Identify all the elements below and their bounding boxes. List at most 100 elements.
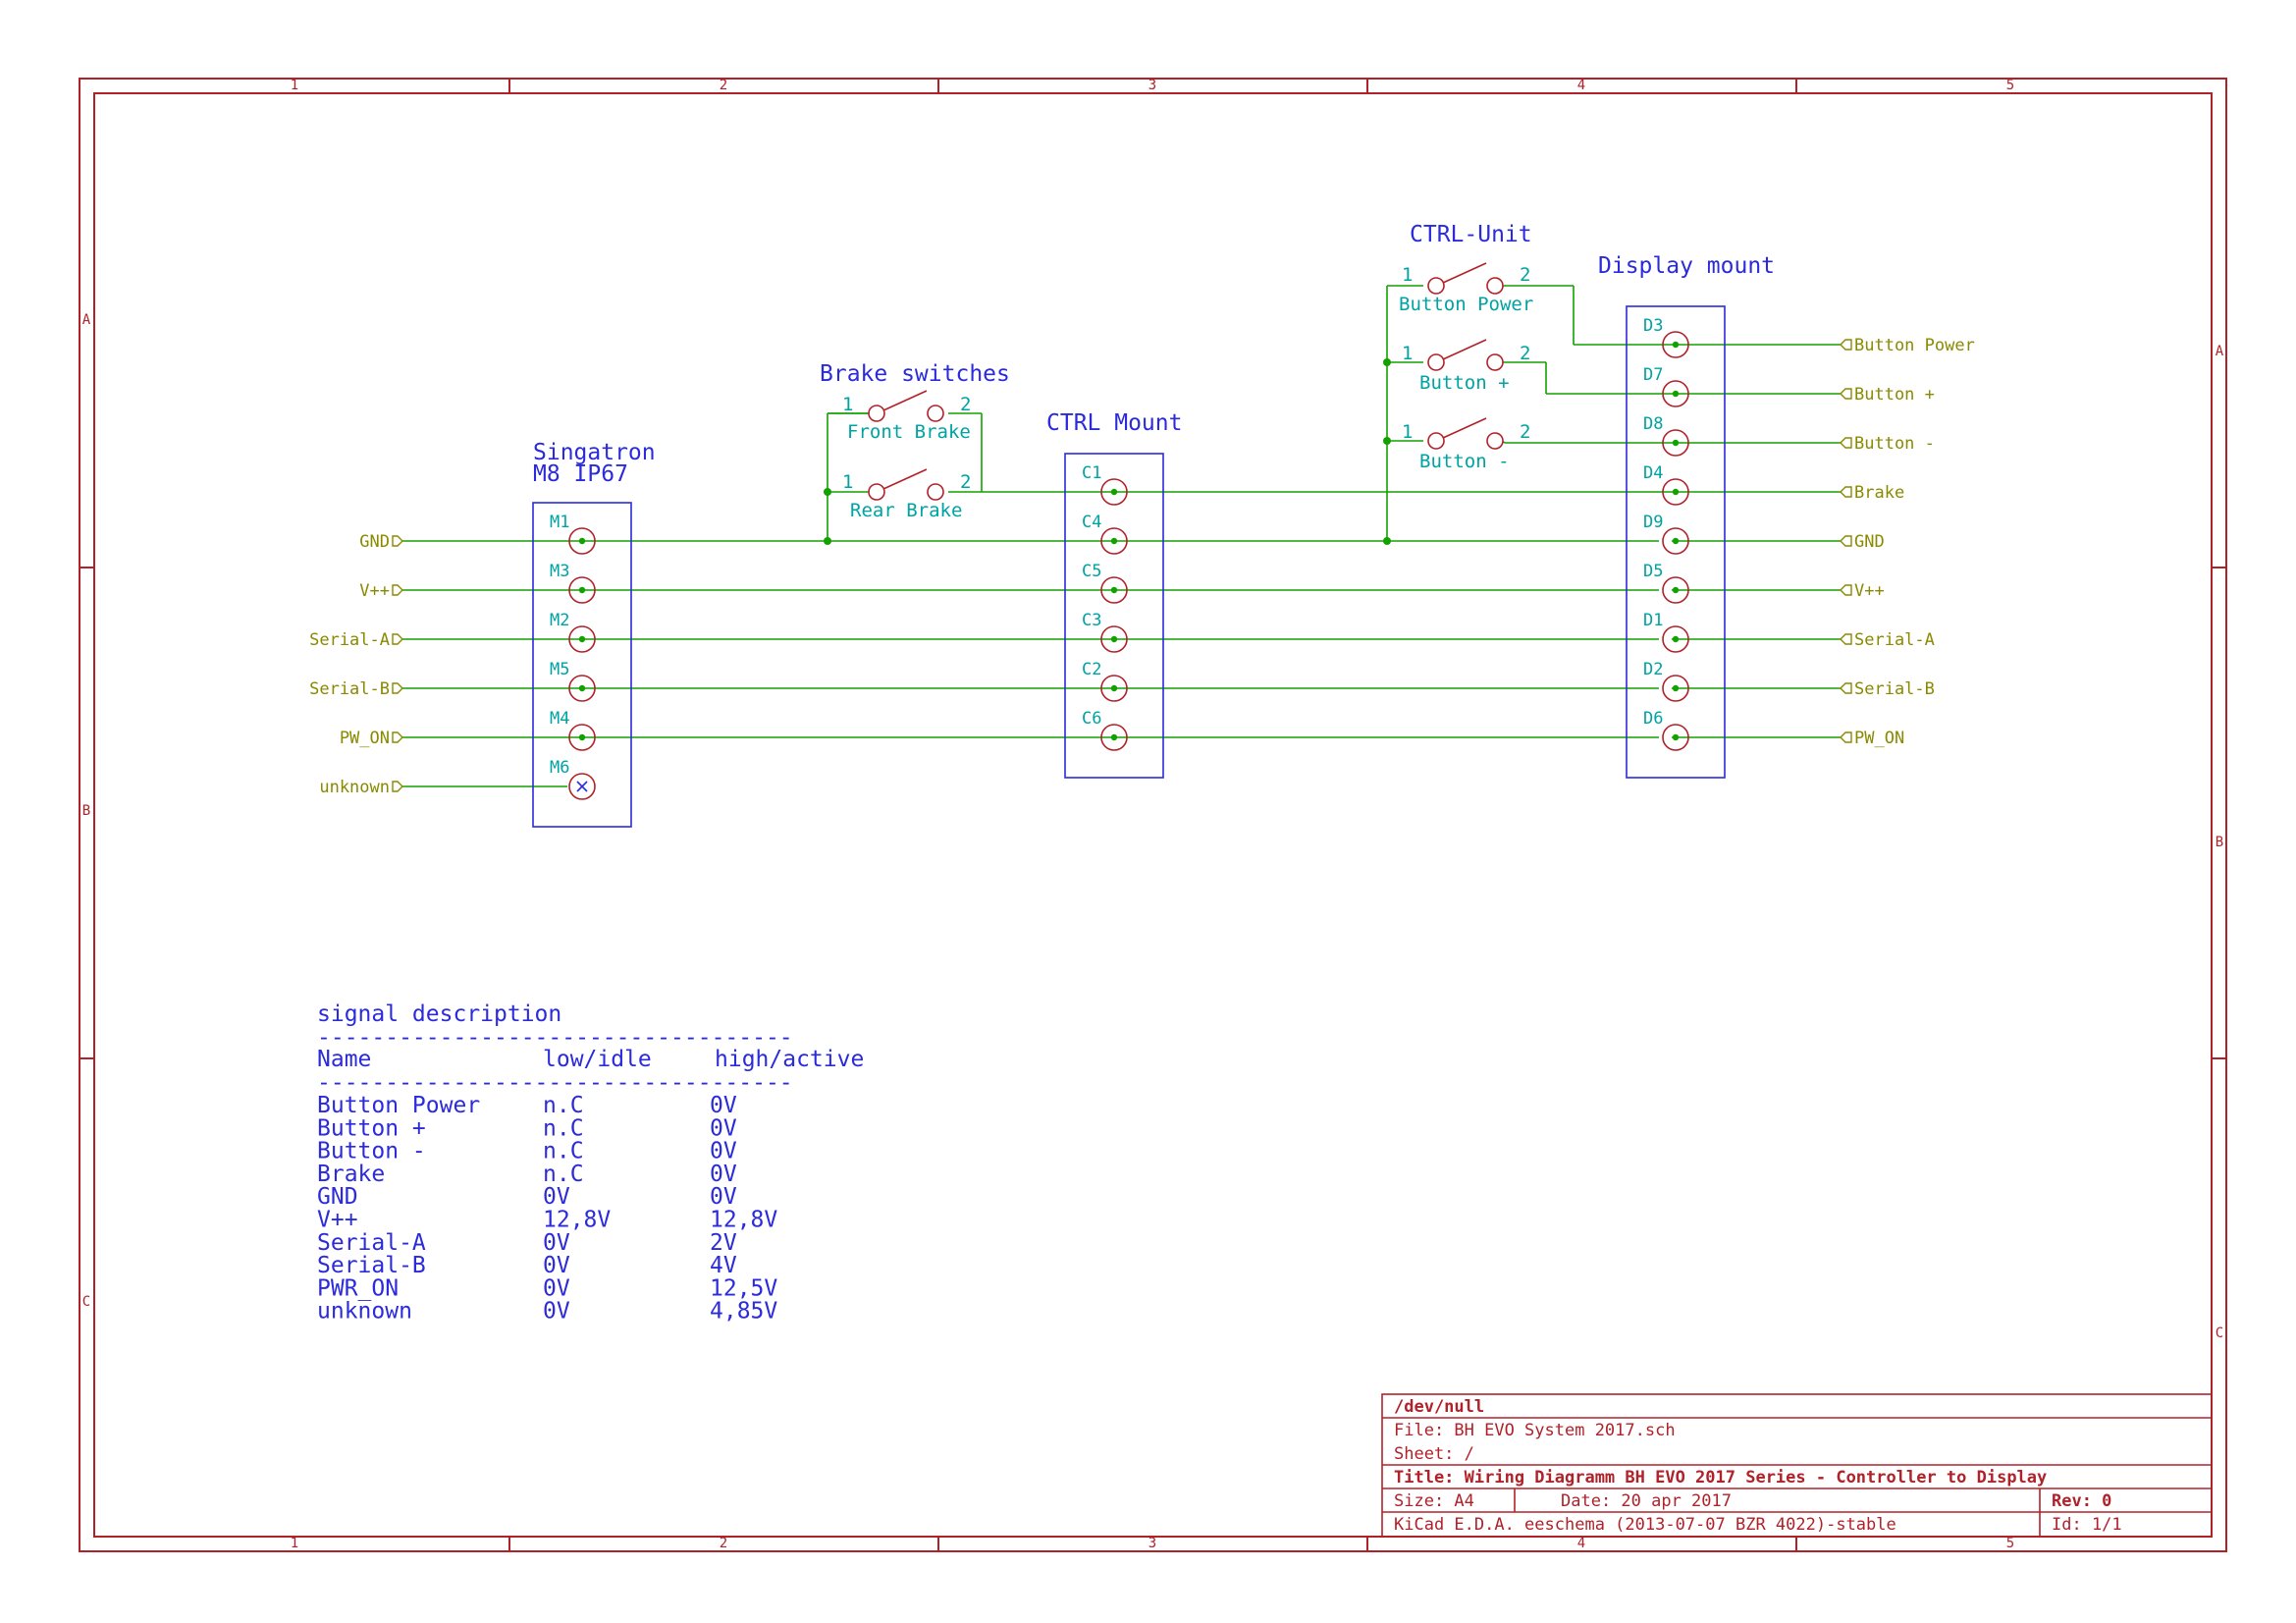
button-plus-switch: 1 2 Button + — [1402, 339, 1530, 394]
signal-table-cell: 12,8V — [710, 1208, 777, 1233]
pin-label: M3 — [550, 562, 569, 581]
brake-switches-title: Brake switches — [820, 361, 1010, 387]
pin-label: M6 — [550, 758, 569, 778]
pin-label: M2 — [550, 611, 569, 630]
rear-brake-pin2: 2 — [960, 471, 971, 493]
title-block-company: /dev/null — [1394, 1397, 1484, 1417]
pin-contact — [1662, 724, 1689, 751]
port-symbol — [392, 584, 403, 596]
button-minus-pin2: 2 — [1520, 421, 1530, 443]
title-block-rev: Rev: 0 — [2052, 1491, 2111, 1511]
signal-table-cell: 0V — [543, 1253, 570, 1278]
signal-description-table: signal description ---------------------… — [317, 1001, 864, 1325]
pin-contact — [568, 724, 596, 751]
pin-label: D7 — [1643, 365, 1663, 385]
pin-label: C2 — [1082, 660, 1101, 679]
left-port-label: Serial-B — [309, 679, 390, 699]
pin-label: C4 — [1082, 513, 1101, 532]
pin-contact — [1100, 478, 1128, 506]
left-port-label: PW_ON — [340, 729, 390, 748]
pin-contact — [568, 773, 596, 800]
pin-label: M5 — [550, 660, 569, 679]
signal-table-cell: 0V — [710, 1139, 737, 1164]
right-port-label: Serial-A — [1854, 630, 1935, 650]
button-power-pin2: 2 — [1520, 264, 1530, 286]
zone-row-label: B — [82, 803, 90, 819]
port-symbol — [1840, 682, 1852, 694]
signal-table-cell: unknown — [317, 1299, 412, 1325]
pin-contact — [1662, 576, 1689, 604]
pin-label: C1 — [1082, 463, 1101, 483]
pin-contact — [1100, 675, 1128, 702]
pin-contact — [568, 625, 596, 653]
left-port-label: GND — [359, 532, 390, 552]
right-port-label: Button - — [1854, 434, 1935, 454]
pin-label: C3 — [1082, 611, 1101, 630]
pin-label: D6 — [1643, 709, 1663, 729]
zone-column-label: 3 — [1148, 1536, 1156, 1551]
signal-table-cell: Button Power — [317, 1093, 480, 1118]
signal-table-header-low: low/idle — [543, 1047, 652, 1072]
right-port-label: PW_ON — [1854, 729, 1904, 748]
signal-table-cell: Brake — [317, 1162, 385, 1187]
left-port-label: Serial-A — [309, 630, 390, 650]
signal-table-cell: n.C — [543, 1139, 584, 1164]
title-block-size: Size: A4 — [1394, 1491, 1474, 1511]
right-port-label: GND — [1854, 532, 1885, 552]
front-brake-switch: 1 2 Front Brake — [828, 390, 971, 443]
signal-table-cell: V++ — [317, 1208, 358, 1233]
signal-table-cell: Button + — [317, 1115, 426, 1141]
zone-column-label: 2 — [720, 78, 727, 93]
rear-brake-switch: 1 2 Rear Brake — [842, 468, 971, 521]
port-symbol — [1840, 731, 1852, 743]
zone-row-label: A — [2216, 344, 2224, 359]
left-port-label: V++ — [359, 581, 390, 601]
signal-table-cell: 0V — [543, 1184, 570, 1210]
pin-label: D8 — [1643, 414, 1663, 434]
right-port-label: Button Power — [1854, 336, 1975, 355]
pin-contact — [1662, 478, 1689, 506]
pin-label: D3 — [1643, 316, 1663, 336]
title-block-title: Title: Wiring Diagramm BH EVO 2017 Serie… — [1394, 1468, 2047, 1488]
front-brake-pin1: 1 — [842, 394, 853, 415]
signal-table-cell: Button - — [317, 1139, 426, 1164]
display-mount-title: Display mount — [1598, 253, 1775, 279]
signal-table-cell: PWR_ON — [317, 1275, 399, 1301]
zone-column-label: 4 — [1577, 78, 1585, 93]
button-minus-pin1: 1 — [1402, 421, 1413, 443]
pin-label: D1 — [1643, 611, 1663, 630]
pin-contact — [1662, 429, 1689, 457]
pin-contact — [1662, 331, 1689, 358]
pin-label: D5 — [1643, 562, 1663, 581]
port-symbol — [1840, 486, 1852, 498]
zone-column-label: 5 — [2006, 78, 2014, 93]
pin-contact — [1100, 576, 1128, 604]
signal-table-cell: GND — [317, 1184, 358, 1210]
button-power-label: Button Power — [1399, 294, 1533, 315]
port-symbol — [1840, 437, 1852, 449]
pin-label: D9 — [1643, 513, 1663, 532]
front-brake-label: Front Brake — [847, 421, 971, 443]
button-plus-pin1: 1 — [1402, 343, 1413, 364]
signal-table-cell: 12,8V — [543, 1208, 611, 1233]
signal-table-cell: n.C — [543, 1115, 584, 1141]
brake-switches: Brake switches 1 2 Front Brake 1 2 Rear … — [820, 361, 1010, 521]
port-symbol — [392, 535, 403, 547]
signal-table-cell: 12,5V — [710, 1275, 777, 1301]
right-port-label: V++ — [1854, 581, 1885, 601]
title-block-tool: KiCad E.D.A. eeschema (2013-07-07 BZR 40… — [1394, 1515, 1896, 1535]
zone-column-label: 1 — [291, 78, 298, 93]
port-symbol — [1840, 388, 1852, 400]
button-minus-label: Button - — [1419, 451, 1510, 472]
ctrl-unit-title: CTRL-Unit — [1410, 222, 1532, 247]
pin-contact — [1662, 675, 1689, 702]
pin-contact — [1662, 380, 1689, 407]
